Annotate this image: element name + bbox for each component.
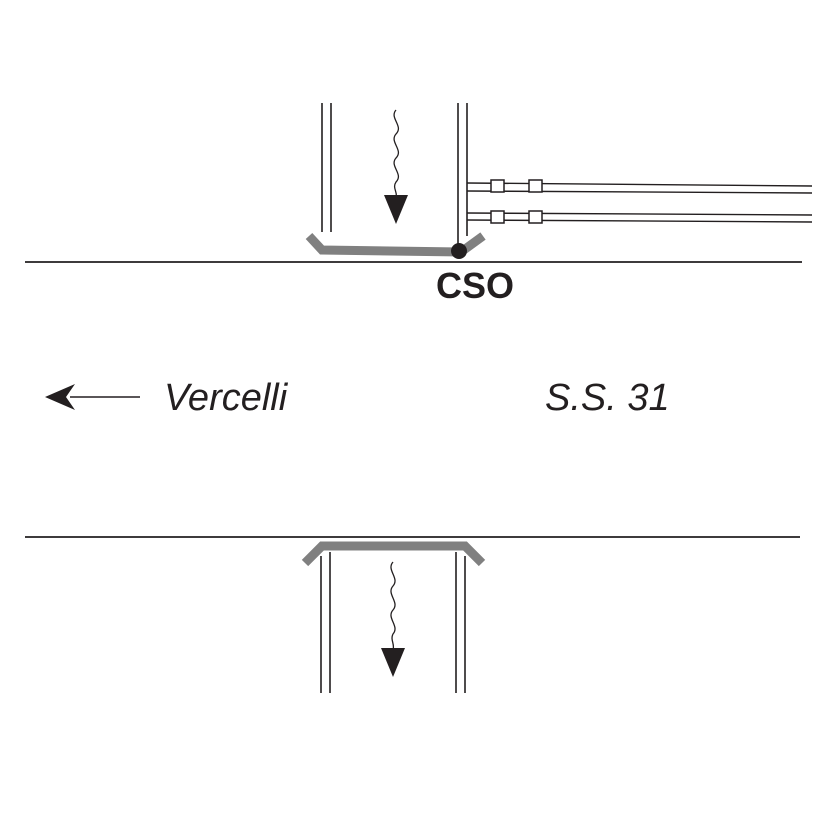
lower-flow-arrow (381, 561, 405, 677)
lower-gate (301, 541, 486, 567)
lower-channel (320, 552, 466, 693)
valve-icon (490, 210, 505, 224)
cso-label: CSO (436, 265, 514, 306)
direction-arrow (45, 384, 140, 410)
side-pipes (466, 182, 813, 223)
valve-icon (490, 179, 505, 193)
valve-icon (528, 210, 543, 224)
upper-gate (305, 232, 486, 257)
cso-point (451, 243, 467, 259)
valve-icon (528, 179, 543, 193)
upper-flow-arrow (384, 109, 408, 224)
road-label: S.S. 31 (545, 377, 670, 419)
valve-icons (490, 179, 543, 224)
upper-channel (321, 103, 468, 244)
direction-label: Vercelli (164, 377, 289, 419)
